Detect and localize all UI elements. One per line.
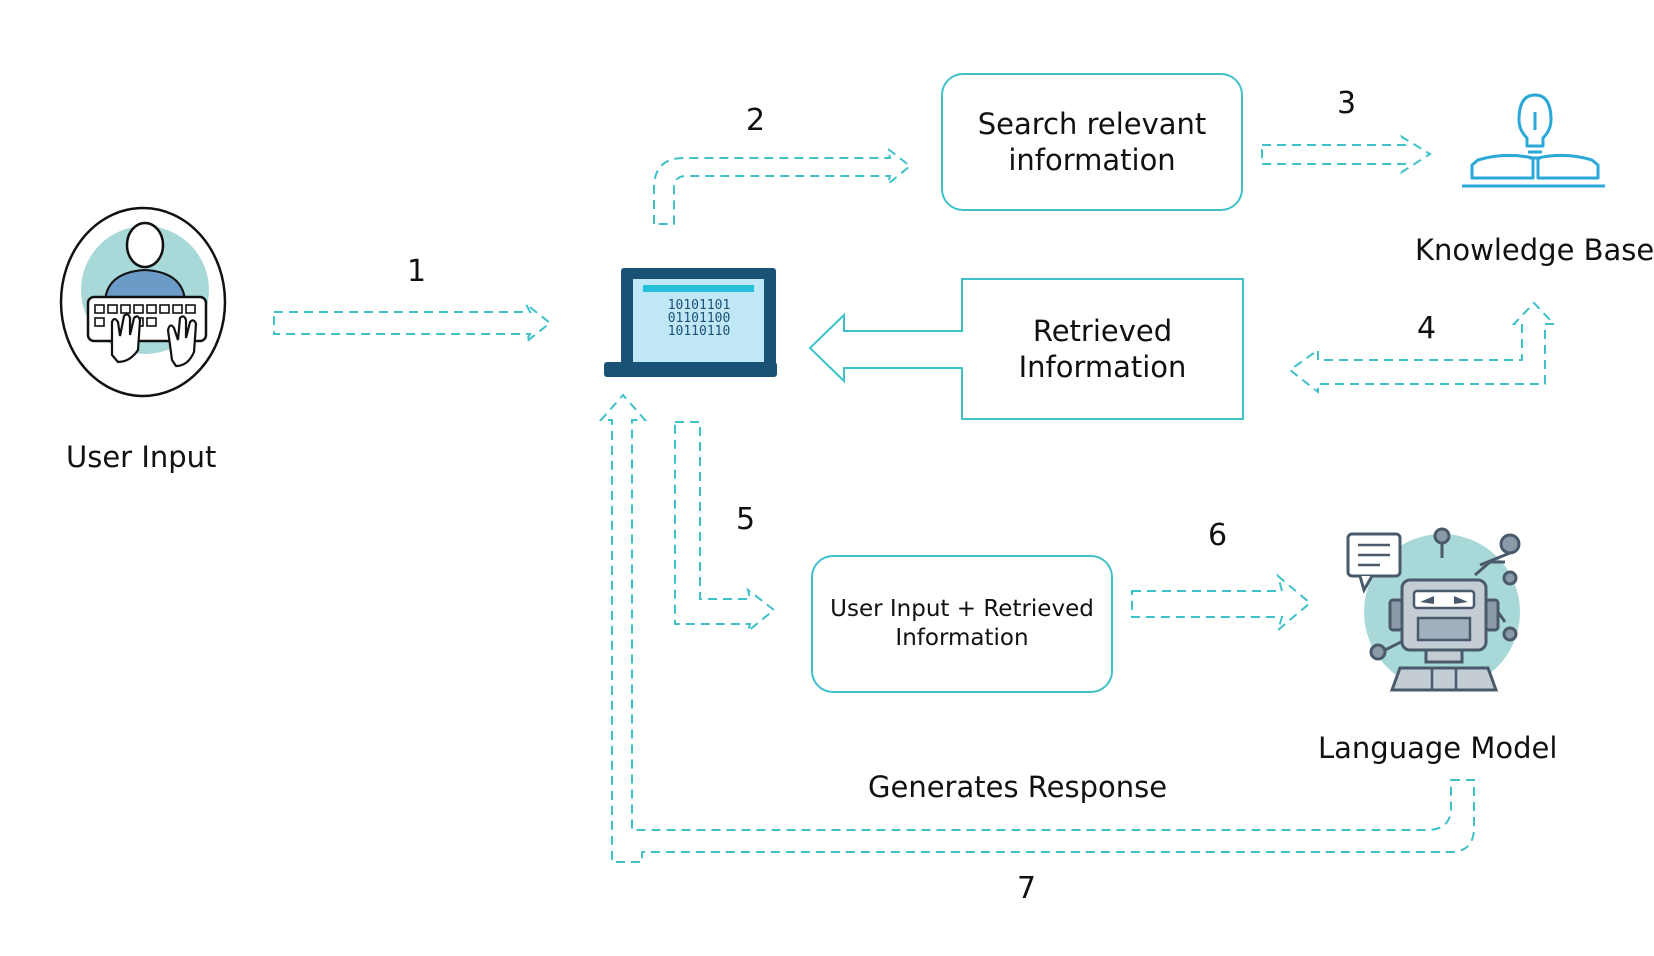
retrieved-arrow: [808, 278, 1244, 420]
search-box-line-2: information: [1008, 143, 1176, 177]
step-6-label: 6: [1208, 518, 1228, 553]
step-2-label: 2: [746, 103, 766, 138]
svg-text:10110110: 10110110: [668, 324, 731, 339]
robot-icon: [1346, 527, 1521, 692]
search-box-line-1: Search relevant: [977, 106, 1207, 141]
retrieved-box-line-1: Retrieved: [1032, 313, 1173, 348]
step-7-label: 7: [1017, 871, 1037, 906]
arrow-3: [1261, 134, 1432, 175]
knowledge-base-icon: [1462, 93, 1605, 188]
laptop-icon: 10101101 01101100 10110110: [604, 268, 777, 377]
arrow-6: [1131, 573, 1312, 633]
language-model-label: Language Model: [1318, 731, 1558, 765]
search-information-box: Search relevant information: [941, 73, 1243, 211]
combined-box-line-2: Information: [895, 625, 1029, 651]
arrow-7: [598, 393, 1475, 863]
arrow-5: [674, 421, 776, 634]
retrieved-box-line-2: Information: [1018, 350, 1187, 384]
retrieved-information-box: Retrieved Information: [964, 281, 1241, 417]
user-input-label: User Input: [66, 440, 217, 474]
svg-text:01101100: 01101100: [668, 311, 731, 326]
svg-text:10101101: 10101101: [668, 298, 731, 313]
generates-response-label: Generates Response: [868, 770, 1168, 804]
step-3-label: 3: [1337, 86, 1357, 121]
arrow-1: [273, 303, 552, 343]
combined-input-box: User Input + Retrieved Information: [811, 555, 1113, 693]
user-typing-icon: [59, 206, 227, 398]
step-4-label: 4: [1417, 311, 1437, 346]
step-1-label: 1: [407, 254, 427, 289]
arrow-2: [653, 146, 912, 225]
knowledge-base-label: Knowledge Base: [1415, 233, 1654, 267]
arrow-4: [1288, 301, 1557, 395]
laptop-binary-text: 10101101 01101100 10110110: [668, 298, 731, 339]
step-5-label: 5: [736, 502, 756, 537]
combined-box-line-1: User Input + Retrieved: [830, 596, 1094, 623]
